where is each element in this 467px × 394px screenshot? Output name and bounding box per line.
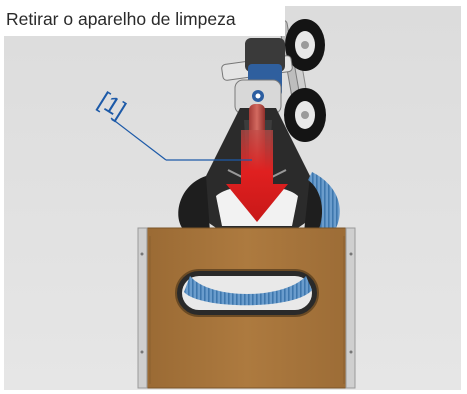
removal-arrow xyxy=(226,104,288,222)
down-arrow-icon xyxy=(226,130,288,222)
machine-upper-mechanism xyxy=(221,38,293,115)
figure-title: Retirar o aparelho de limpeza xyxy=(0,0,285,36)
wheel-assembly xyxy=(278,19,326,142)
cardboard-box xyxy=(137,227,356,389)
callout-leader-line xyxy=(110,117,167,161)
